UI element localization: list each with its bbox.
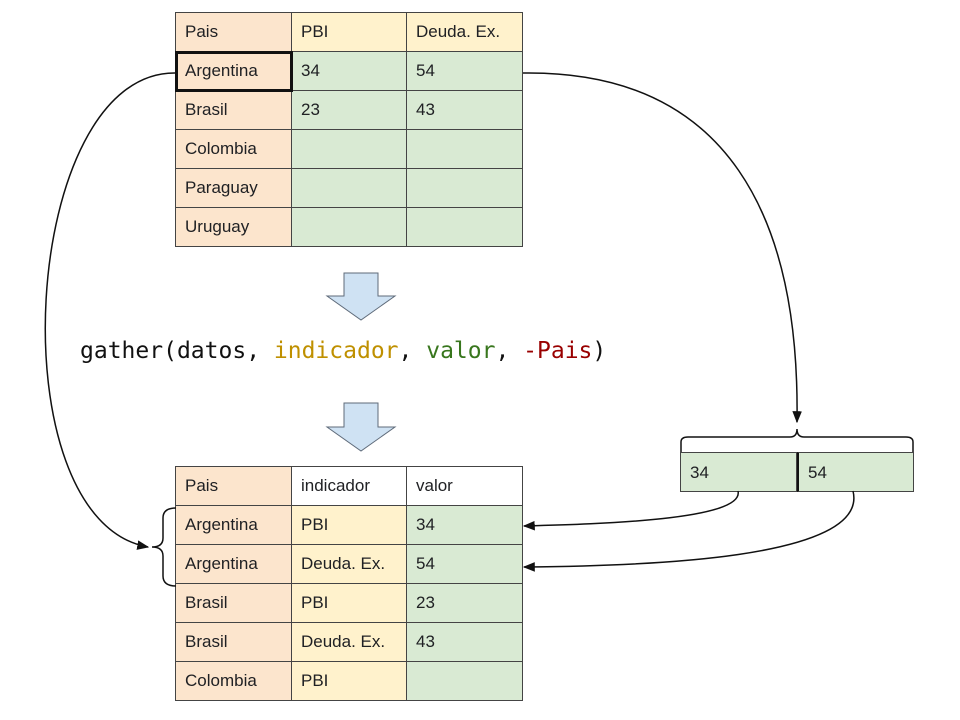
value-cell: 43 <box>406 90 523 130</box>
table-row: Argentina Deuda. Ex. 54 <box>175 544 523 584</box>
valor-cell: 54 <box>406 544 523 584</box>
valor-cell <box>406 661 523 701</box>
code-arg-indicador: indicador <box>273 338 399 364</box>
value-cell <box>291 168 407 208</box>
header-pais: Pais <box>175 466 292 506</box>
pair-value-deuda: 54 <box>797 452 914 492</box>
table-header-row: Pais PBI Deuda. Ex. <box>175 12 523 52</box>
value-34-connector <box>522 490 739 531</box>
country-cell: Argentina <box>174 50 293 92</box>
indicador-cell: PBI <box>291 505 407 545</box>
code-sep: , <box>246 338 274 364</box>
country-cell: Brasil <box>175 583 292 623</box>
country-cell: Colombia <box>175 661 292 701</box>
code-sep: , <box>398 338 427 364</box>
table-row: Colombia <box>175 129 523 169</box>
valor-cell: 23 <box>406 583 523 623</box>
pair-brace <box>680 428 914 452</box>
value-cell: 54 <box>406 51 523 91</box>
value-cell <box>406 129 523 169</box>
country-cell: Argentina <box>175 544 292 584</box>
table-header-row: Pais indicador valor <box>175 466 523 506</box>
code-sep: , <box>495 338 524 364</box>
table-row: Paraguay <box>175 168 523 208</box>
header-valor: valor <box>406 466 523 506</box>
header-pais: Pais <box>175 12 292 52</box>
indicador-cell: PBI <box>291 583 407 623</box>
table-row: Brasil Deuda. Ex. 43 <box>175 622 523 662</box>
table-row: Brasil PBI 23 <box>175 583 523 623</box>
down-arrow-icon <box>325 402 397 452</box>
indicador-cell: Deuda. Ex. <box>291 544 407 584</box>
rows-brace <box>151 507 177 587</box>
indicador-cell: PBI <box>291 661 407 701</box>
valor-cell: 43 <box>406 622 523 662</box>
code-arg-datos: datos <box>176 338 247 364</box>
valor-cell: 34 <box>406 505 523 545</box>
country-cell: Paraguay <box>175 168 292 208</box>
value-cell <box>406 168 523 208</box>
country-cell: Argentina <box>175 505 292 545</box>
country-cell: Uruguay <box>175 207 292 247</box>
code-fn: gather( <box>80 338 177 364</box>
table-row: Brasil 23 43 <box>175 90 523 130</box>
value-cell <box>291 129 407 169</box>
table-row: Argentina PBI 34 <box>175 505 523 545</box>
code-close: ) <box>592 338 607 364</box>
country-cell: Brasil <box>175 622 292 662</box>
gather-code: gather(datos, indicador, valor, -Pais) <box>80 337 606 365</box>
values-connector <box>522 72 802 424</box>
wide-table: Pais PBI Deuda. Ex. Argentina 34 54 Bras… <box>174 12 523 247</box>
argentina-connector <box>44 72 177 550</box>
table-row: Uruguay <box>175 207 523 247</box>
country-cell: Colombia <box>175 129 292 169</box>
long-table: Pais indicador valor Argentina PBI 34 Ar… <box>175 466 523 701</box>
value-54-connector <box>522 490 855 572</box>
header-indicador: indicador <box>291 466 407 506</box>
value-cell <box>406 207 523 247</box>
table-row: Argentina 34 54 <box>174 50 523 92</box>
table-row: Colombia PBI <box>175 661 523 701</box>
indicador-cell: Deuda. Ex. <box>291 622 407 662</box>
code-arg-pais: -Pais <box>523 338 593 364</box>
value-cell: 34 <box>291 51 407 91</box>
code-arg-valor: valor <box>426 338 496 364</box>
value-cell: 23 <box>291 90 407 130</box>
down-arrow-icon <box>325 272 397 321</box>
country-cell: Brasil <box>175 90 292 130</box>
